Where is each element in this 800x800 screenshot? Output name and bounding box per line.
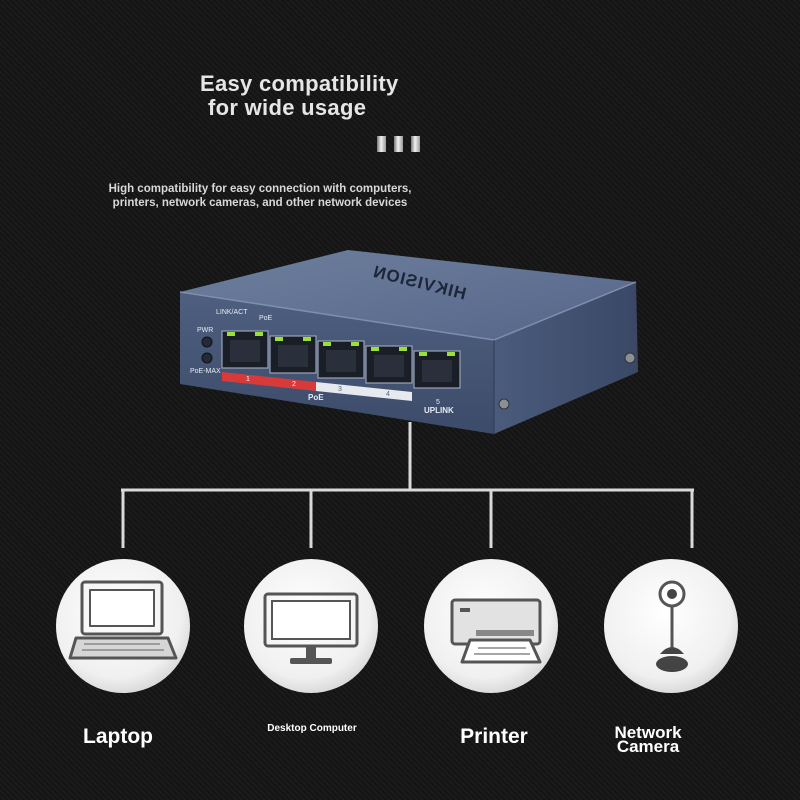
- ethernet-port-5-uplink: [413, 350, 461, 389]
- ethernet-port-1: [221, 330, 269, 369]
- ethernet-port-4: [365, 345, 413, 384]
- subtext-line-1: High compatibility for easy connection w…: [108, 183, 412, 195]
- label-poe: PoE: [259, 315, 273, 322]
- label-laptop: Laptop: [83, 725, 153, 748]
- label-printer: Printer: [460, 725, 528, 748]
- network-switch: HIKVISION LINK/ACT PoE PWR PoE-MAX: [179, 250, 638, 434]
- screw-front: [498, 398, 510, 410]
- subtext: High compatibility for easy connection w…: [60, 182, 460, 210]
- poe-max-led: [201, 352, 213, 364]
- decorative-dashes: [377, 136, 421, 152]
- headline-line-2: for wide usage: [208, 95, 367, 120]
- headline-line-1: Easy compatibility: [200, 71, 399, 96]
- label-pwr: PWR: [197, 327, 213, 334]
- ethernet-port-2: [269, 335, 317, 374]
- port-number-5: 5: [436, 399, 440, 406]
- port-number-4: 4: [386, 391, 390, 398]
- laptop-device: [56, 559, 190, 693]
- port-number-2: 2: [292, 381, 296, 388]
- desktop-computer-device: [244, 559, 378, 693]
- port-number-1: 1: [246, 376, 250, 383]
- label-network-camera: Network Camera: [614, 723, 682, 756]
- poe-strip-white: [316, 382, 412, 401]
- poe-strip-red: [222, 372, 316, 391]
- poe-group-label: PoE: [308, 393, 324, 402]
- label-link-act: LINK/ACT: [216, 309, 248, 316]
- desktop-computer-icon: [263, 592, 359, 664]
- port-number-3: 3: [338, 386, 342, 393]
- switch-top-face: [180, 250, 636, 340]
- laptop-icon: [68, 580, 178, 660]
- label-desktop-computer: Desktop Computer: [267, 723, 357, 734]
- screw-side: [624, 352, 636, 364]
- network-camera-icon: [656, 580, 688, 672]
- connection-lines: [121, 422, 694, 548]
- printer-icon: [450, 598, 542, 664]
- headline: Easy compatibility for wide usage: [200, 72, 500, 120]
- uplink-label: UPLINK: [424, 406, 454, 415]
- ethernet-port-3: [317, 340, 365, 379]
- label-poe-max: PoE-MAX: [190, 368, 221, 375]
- printer-device: [424, 559, 558, 693]
- switch-side-face: [494, 282, 638, 434]
- subtext-line-2: printers, network cameras, and other net…: [112, 197, 408, 209]
- network-camera-device: [604, 559, 738, 693]
- pwr-led: [201, 336, 213, 348]
